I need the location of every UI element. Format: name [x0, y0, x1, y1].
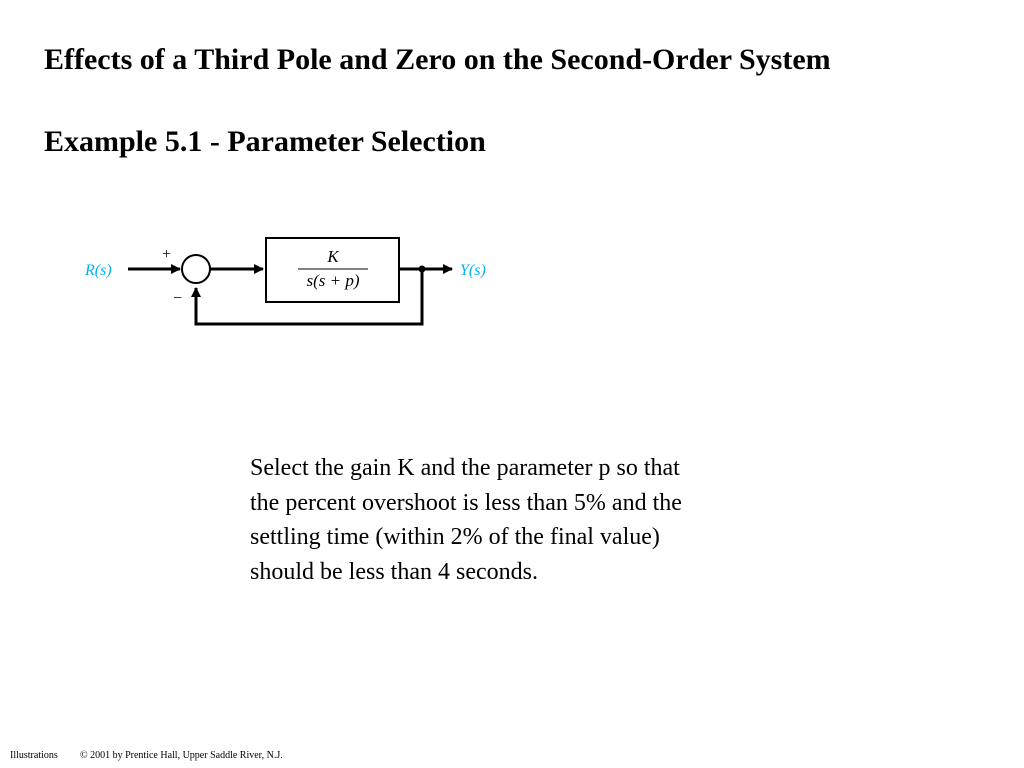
- problem-line: Select the gain K and the parameter p so…: [250, 455, 680, 481]
- output-signal-label: Y(s): [460, 262, 486, 279]
- minus-sign: −: [173, 290, 182, 307]
- summing-junction: [181, 254, 211, 284]
- footer-copyright: © 2001 by Prentice Hall, Upper Saddle Ri…: [80, 750, 283, 761]
- block-denominator: s(s + p): [306, 271, 359, 290]
- slide-title: Effects of a Third Pole and Zero on the …: [44, 43, 831, 76]
- footer-illustrations: Illustrations: [10, 750, 58, 761]
- problem-statement: Select the gain K and the parameter p so…: [250, 451, 790, 589]
- feedback-path: [191, 269, 424, 326]
- input-signal-label: R(s): [84, 262, 112, 279]
- plus-sign: +: [162, 246, 171, 263]
- block-numerator: K: [326, 247, 340, 266]
- problem-line: settling time (within 2% of the final va…: [250, 524, 660, 550]
- transfer-function-block: [265, 237, 400, 303]
- problem-line: the percent overshoot is less than 5% an…: [250, 489, 682, 516]
- slide-subtitle: Example 5.1 - Parameter Selection: [44, 125, 486, 158]
- problem-line: should be less than 4 seconds.: [250, 558, 538, 585]
